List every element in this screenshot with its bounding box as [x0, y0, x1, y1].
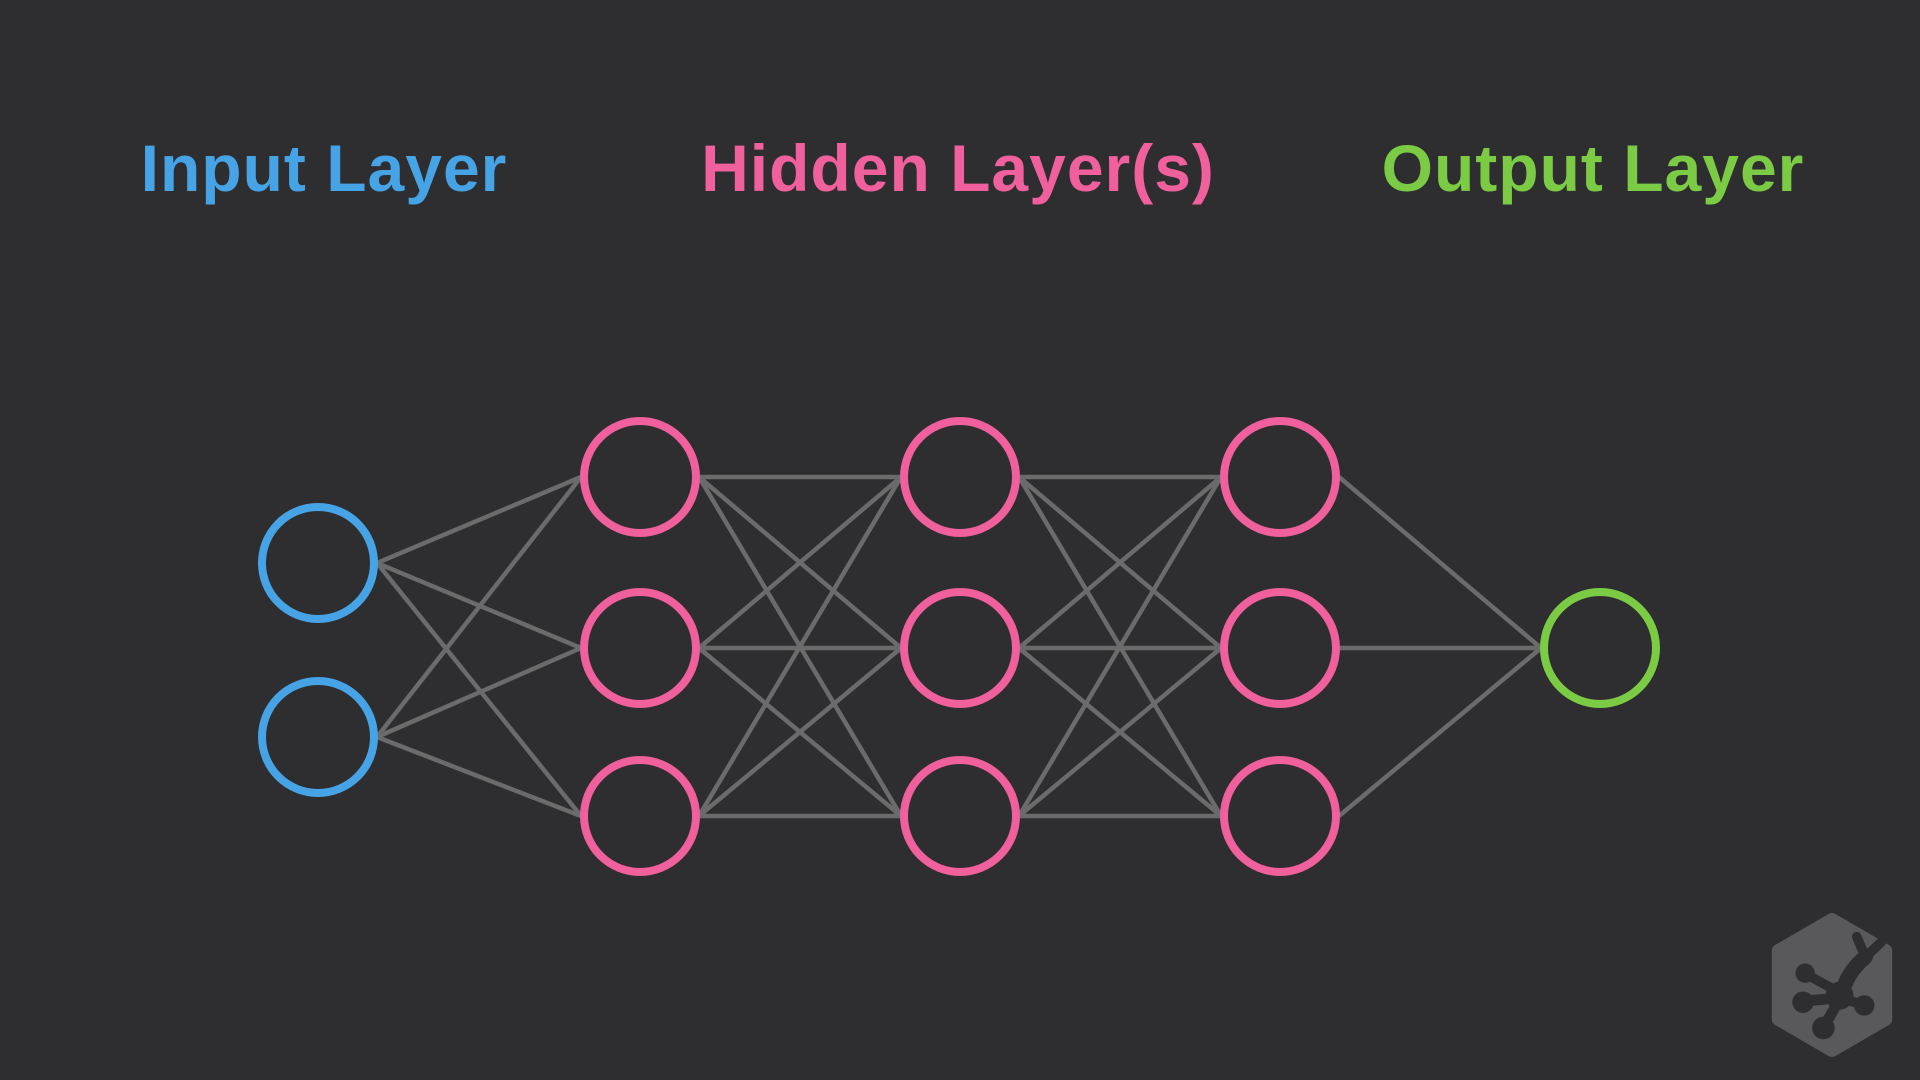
frog-foot-icon: [1792, 931, 1887, 1040]
node-hidden-1-1: [580, 417, 700, 537]
node-hidden-3-3: [1220, 756, 1340, 876]
node-hidden-1-2: [580, 588, 700, 708]
node-output-1: [1540, 588, 1660, 708]
input-layer-label: Input Layer: [140, 131, 508, 205]
node-input-1: [258, 503, 378, 623]
edge-hidden-2-3-to-hidden-3-1: [1017, 475, 1223, 818]
edge-input-2-to-hidden-1-3: [376, 734, 582, 819]
edge-hidden-1-3-to-hidden-2-1: [697, 475, 903, 818]
edge-hidden-2-2-to-hidden-3-1: [1017, 475, 1223, 650]
edge-hidden-2-3-to-hidden-3-2: [1017, 646, 1223, 818]
edge-input-2-to-hidden-1-2: [376, 645, 582, 740]
edge-hidden-3-3-to-output-1: [1337, 646, 1543, 818]
edge-hidden-3-1-to-output-1: [1337, 475, 1543, 650]
edge-input-1-to-hidden-1-1: [376, 474, 582, 566]
node-hidden-1-3: [580, 756, 700, 876]
node-hidden-2-2: [900, 588, 1020, 708]
node-input-2: [258, 677, 378, 797]
edge-hidden-1-3-to-hidden-2-2: [697, 646, 903, 818]
node-hidden-3-1: [1220, 417, 1340, 537]
node-hidden-2-1: [900, 417, 1020, 537]
brand-logo: [1771, 913, 1893, 1057]
output-layer-label: Output Layer: [1381, 131, 1805, 205]
edge-input-2-to-hidden-1-1: [375, 475, 583, 739]
edge-input-1-to-hidden-1-3: [375, 561, 583, 818]
edge-hidden-1-2-to-hidden-2-1: [697, 475, 903, 650]
hidden-layer-label: Hidden Layer(s): [701, 131, 1215, 205]
node-hidden-2-3: [900, 756, 1020, 876]
node-hidden-3-2: [1220, 588, 1340, 708]
